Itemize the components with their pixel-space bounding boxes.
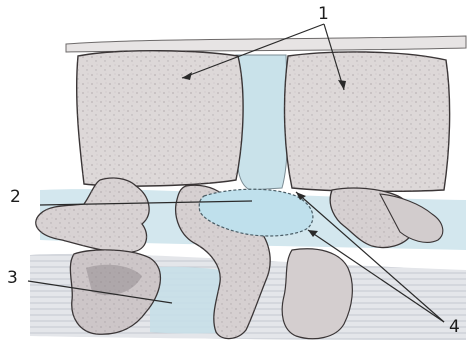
intervertebral-space [236,55,288,190]
bone-texture-right [285,52,450,191]
label-2: 2 [10,189,21,206]
label-4: 4 [449,319,460,336]
lamina-right [282,249,352,339]
bone-texture-left [77,51,243,186]
label-3: 3 [7,270,18,287]
label-1: 1 [318,6,329,23]
anterior-ligament [66,36,466,52]
